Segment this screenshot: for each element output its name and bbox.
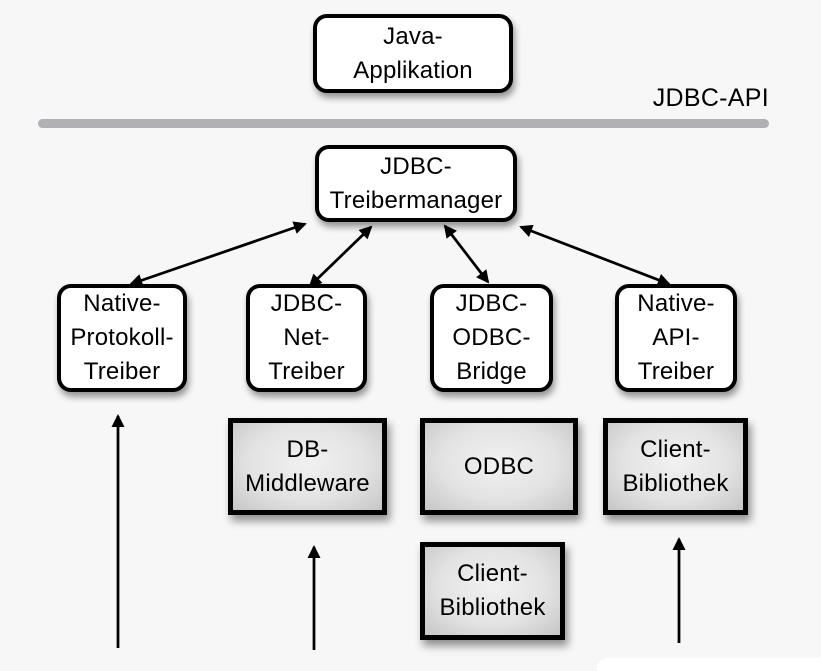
node-native-api-treiber: Native- API- Treiber xyxy=(615,284,737,392)
node-native-protokoll-treiber: Native- Protokoll- Treiber xyxy=(57,284,187,392)
node-client-bibliothek-native: Client- Bibliothek xyxy=(603,418,748,515)
node-db-middleware: DB- Middleware xyxy=(228,418,387,515)
arrow-treibermanager-native-protokoll xyxy=(129,221,307,287)
jdbc-api-label: JDBC-API xyxy=(652,84,769,112)
node-odbc: ODBC xyxy=(420,418,578,515)
node-java-applikation: Java- Applikation xyxy=(313,14,513,93)
partial-corner-box xyxy=(597,658,821,671)
node-client-bibliothek-odbc: Client- Bibliothek xyxy=(420,542,565,640)
arrow-treibermanager-native-api xyxy=(519,224,671,287)
jdbc-api-divider-line xyxy=(38,119,769,128)
node-jdbc-net-treiber: JDBC- Net- Treiber xyxy=(246,284,367,392)
node-jdbc-treibermanager: JDBC- Treibermanager xyxy=(315,145,517,222)
node-jdbc-odbc-bridge: JDBC- ODBC- Bridge xyxy=(430,284,553,392)
arrow-treibermanager-jdbc-odbc xyxy=(443,224,490,284)
arrow-treibermanager-jdbc-net xyxy=(308,225,373,288)
